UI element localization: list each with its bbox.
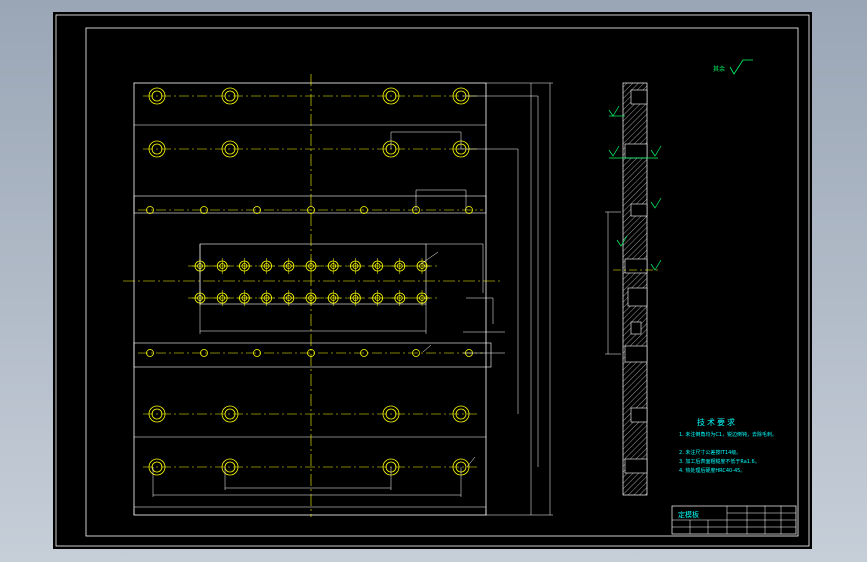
technical-note-4: 4. 热处理后硬度HRC40-45。 <box>679 467 745 474</box>
small-hole <box>200 349 208 357</box>
front-view <box>123 74 553 517</box>
technical-note-2: 2. 未注尺寸公差按IT14级。 <box>679 449 741 456</box>
surface-roughness-icon <box>729 59 753 75</box>
small-hole <box>307 206 315 214</box>
small-hole <box>253 206 261 214</box>
section-roughness-marks <box>608 105 662 271</box>
nozzle-hole <box>347 290 364 306</box>
nozzle-hole <box>414 258 430 274</box>
inner-frame <box>85 27 799 537</box>
small-hole <box>360 206 368 214</box>
technical-note-1: 1. 未注倒角均为C1，锐边倒钝，去除毛刺。 <box>679 431 777 438</box>
counterbore-hole <box>382 87 400 105</box>
lower-slot-band <box>133 342 492 368</box>
roughness-note-label: 其余 <box>713 65 725 73</box>
nozzle-hole <box>414 290 430 306</box>
nozzle-holes <box>192 258 430 306</box>
small-hole <box>253 349 261 357</box>
nozzle-hole <box>303 290 319 306</box>
counterbore-hole <box>382 405 400 423</box>
roughness-note: 其余 <box>713 59 753 75</box>
drawing-sheet: 其余 技术要求 1. 未注倒角均为C1，锐边倒钝，去除毛刺。 2. 未注尺寸公差… <box>53 12 812 549</box>
technical-notes: 技术要求 1. 未注倒角均为C1，锐边倒钝，去除毛刺。 2. 未注尺寸公差按IT… <box>679 417 777 474</box>
title-block: 定模板 <box>671 505 797 535</box>
upper-slot-band <box>133 195 487 214</box>
section-dimensions <box>605 211 621 355</box>
nozzle-hole <box>347 258 364 274</box>
nozzle-hole <box>236 258 253 274</box>
nozzle-hole <box>258 290 275 306</box>
nozzle-hole <box>303 258 319 274</box>
counterbore-hole <box>148 140 166 158</box>
technical-note-3: 3. 加工后表面粗糙度不低于Ra1.6。 <box>679 458 760 465</box>
small-hole <box>307 349 315 357</box>
dimension-lines <box>133 82 553 516</box>
small-hole <box>360 349 368 357</box>
counterbore-holes <box>148 87 470 476</box>
nozzle-hole <box>369 290 386 306</box>
nozzle-hole <box>369 258 386 274</box>
section-holes <box>624 89 648 474</box>
title-block-part-name: 定模板 <box>678 510 699 519</box>
small-hole <box>465 206 473 214</box>
nozzle-hole <box>280 290 297 306</box>
counterbore-hole <box>452 405 470 423</box>
nozzle-hole <box>258 258 275 274</box>
counterbore-hole <box>148 405 166 423</box>
counterbore-hole <box>221 140 239 158</box>
counterbore-hole <box>148 87 166 105</box>
row-centerlines <box>138 95 483 468</box>
nozzle-hole <box>280 258 297 274</box>
nozzle-hole <box>325 290 342 306</box>
nozzle-hole <box>214 258 231 274</box>
small-hole <box>412 349 420 357</box>
outer-frame <box>55 14 810 547</box>
nozzle-hole <box>391 258 408 274</box>
cad-drawing: 其余 技术要求 1. 未注倒角均为C1，锐边倒钝，去除毛刺。 2. 未注尺寸公差… <box>55 14 810 547</box>
counterbore-hole <box>221 87 239 105</box>
technical-notes-title: 技术要求 <box>697 417 737 427</box>
side-section-view <box>605 82 662 496</box>
plate-outline <box>133 82 487 516</box>
small-holes <box>146 206 473 357</box>
counterbore-hole <box>148 458 166 476</box>
small-hole <box>146 206 154 214</box>
counterbore-hole <box>221 405 239 423</box>
nozzle-hole <box>325 258 342 274</box>
nozzle-hole <box>391 290 408 306</box>
nozzle-hole <box>214 290 231 306</box>
small-hole <box>200 206 208 214</box>
small-hole <box>146 349 154 357</box>
nozzle-hole <box>236 290 253 306</box>
cavity-frame <box>199 243 427 305</box>
